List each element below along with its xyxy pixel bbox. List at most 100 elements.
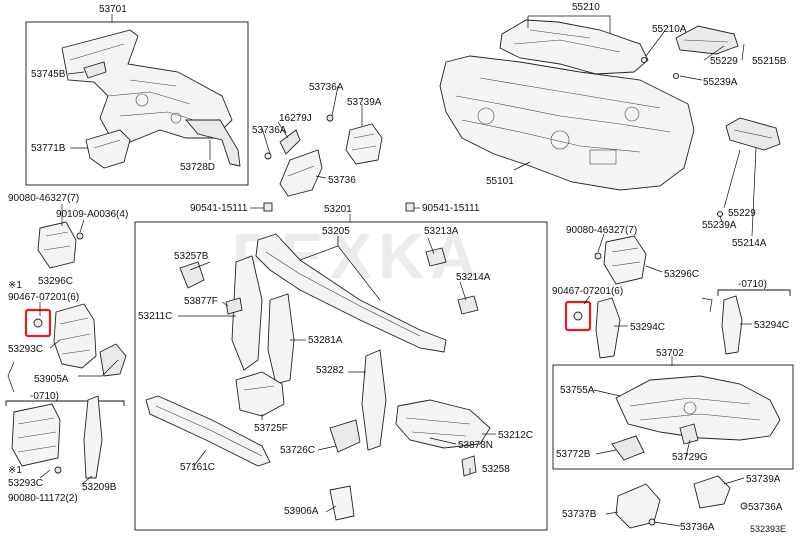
label-53257B: 53257B [174,251,209,262]
diagram-code: 532393E [750,524,786,534]
label-53771B: 53771B [31,143,66,154]
clip-90109-A0036 [76,232,84,240]
label-90541-15111-left: 90541-15111 [190,203,248,214]
label-55215B: 55215B [752,56,787,67]
label-53772B: 53772B [556,449,591,460]
label-53296C-right: 53296C [664,269,699,280]
clip-55210A [640,56,648,64]
label-53209B: 53209B [82,482,117,493]
label-90109-A0036: 90109-A0036(4) [56,209,128,220]
part-57161C-cross-member [145,395,271,467]
part-53739A-cover-right [693,475,731,509]
part-53212C-lower-panel [395,399,491,449]
label-53736A-1: 53736A [252,125,287,136]
label-53258: 53258 [482,464,510,475]
clip-55239A-bottom [716,210,724,218]
part-53771B-bracket [85,129,131,169]
leader-lines [39,14,757,527]
group-box-53201 [134,221,548,531]
part-53294C-right-bracket [595,297,621,359]
label-53906A: 53906A [284,506,319,517]
part-53282-lower-member [361,349,387,451]
label-53701: 53701 [99,4,127,15]
label-53877F: 53877F [184,296,218,307]
label-55210: 55210 [572,2,600,13]
highlight-left-90467 [24,308,52,338]
bolt-90080-11172 [54,466,62,474]
label-90080-46327-right: 90080-46327(7) [566,225,637,236]
bracket-0710-right [717,289,791,296]
label-53282: 53282 [316,365,344,376]
label-53213A: 53213A [424,226,459,237]
label-53739A-1: 53739A [347,97,382,108]
part-53293C-left-bracket [53,303,97,369]
label-53201: 53201 [324,204,352,215]
label-53736A-2: 53736A [309,82,344,93]
label-55101: 55101 [486,176,514,187]
part-53214A-bracket [457,295,479,315]
label-53736A-4: 53736A [680,522,715,533]
part-53258-bracket [461,455,477,477]
curved-arrow-left [7,361,15,393]
label-55239A-2: 55239A [702,220,737,231]
label-53729G: 53729G [672,452,708,463]
part-16279J-bracket [279,129,301,155]
bolt-90080-46327-right [594,252,602,260]
part-53726C-bracket [329,419,361,453]
part-53296C-right-plate [603,235,647,285]
part-55101-dash-panel [439,55,695,191]
label-mark1-left: ※1 [8,280,22,291]
label-53736: 53736 [328,175,356,186]
label-55239A-1: 55239A [703,77,738,88]
bolt-53736A-top-a [264,152,272,160]
nut-90541-15111-right [405,202,415,212]
label-53296C-left: 53296C [38,276,73,287]
label-53211C: 53211C [138,311,172,322]
part-53702-apron-right [615,375,781,441]
label-53725F: 53725F [254,423,288,434]
part-53701-apron [61,29,241,167]
part-53736-reinforcement [279,149,323,197]
label-90541-15111-right: 90541-15111 [422,203,480,214]
label-53745B: 53745B [31,69,66,80]
label-53293C-2: 53293C [8,478,43,489]
label-53205: 53205 [322,226,350,237]
label-55214A: 55214A [732,238,767,249]
label-90467-07201-left: 90467-07201(6) [8,292,79,303]
part-53906A-bracket [329,485,355,521]
part-55210-dash-insulator [499,19,649,75]
part-53739A-cover [345,123,383,165]
label-0710-left: -0710) [30,391,59,402]
part-53725F-bracket [235,371,285,417]
label-53281A: 53281A [308,335,343,346]
part-53257B-bracket [179,261,205,289]
label-53737B: 53737B [562,509,597,520]
clip-90467-left [33,318,43,328]
label-57161C: 57161C [180,462,215,473]
label-53293C-1: 53293C [8,344,43,355]
part-53281A-side-member [267,293,295,385]
label-53702: 53702 [656,348,684,359]
label-53294C-2: 53294C [754,320,789,331]
label-16279J: 16279J [279,113,312,124]
label-90467-07201-right: 90467-07201(6) [552,286,623,297]
highlight-right-90467 [564,300,592,332]
label-53755A: 53755A [560,385,595,396]
arrow-right-bracket [701,297,713,313]
label-0710-right: -0710) [738,279,767,290]
label-53294C-1: 53294C [630,322,665,333]
part-53213A-bracket [425,247,447,267]
bolt-53736A-top-b [326,114,334,122]
label-53728D: 53728D [180,162,215,173]
label-55229-1: 55229 [710,56,738,67]
bracket-0710-left [5,400,125,406]
part-53772B-bracket [611,435,645,461]
part-53294C-right-alt [721,295,743,355]
label-53726C: 53726C [280,445,315,456]
nut-90541-15111-left [263,202,273,212]
label-55210A: 55210A [652,24,687,35]
label-53878N: 53878N [458,440,493,451]
label-55229-2: 55229 [728,208,756,219]
group-box-53701 [25,21,249,186]
